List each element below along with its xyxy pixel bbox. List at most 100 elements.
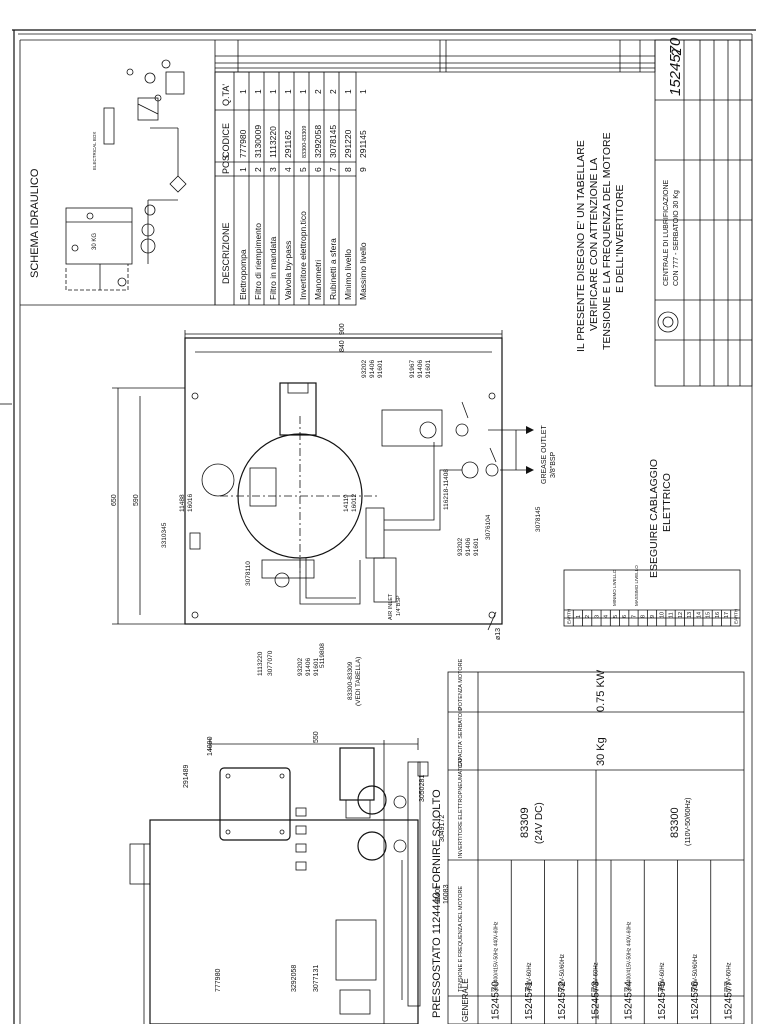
parts-row-pos: 9 [358, 167, 368, 172]
variant-voltage: 380/400/415V-50Hz 440V-60Hz [494, 921, 500, 992]
side-callout: 3050281 [419, 775, 426, 802]
variant-voltage: 500V-50/60Hz [560, 954, 566, 992]
variant-code: 1524572 [557, 981, 568, 1020]
electrical-box [219, 767, 291, 841]
title-description-1: CENTRALE DI LUBRIFICAZIONE [663, 179, 670, 286]
plan-callout: 14119 [343, 494, 350, 512]
terminal-label: 9 [650, 615, 656, 618]
plan-callout: 91601 [425, 360, 432, 378]
note-line-2: VERIFICARE CON ATTENZIONE LA [588, 158, 600, 331]
dim-900: 900 [339, 323, 346, 335]
variants-header-code: GENERALE [461, 978, 470, 1022]
variant-code: 1524575 [657, 981, 668, 1020]
sheet-border [0, 29, 756, 1024]
parts-row-qty: 1 [238, 89, 248, 94]
drawing-notes: IL PRESENTE DISEGNO E' UN TABELLARE VERI… [575, 132, 673, 578]
plan-callout: 91406 [465, 538, 472, 556]
inverter-b-code: 83300 [669, 807, 681, 838]
plan-callout: 3078110 [245, 561, 252, 586]
note-line-3: TENSIONE E LA FREQUENZA DEL MOTORE [601, 132, 613, 350]
variant-voltage: 460V-60Hz [660, 962, 666, 992]
variant-code: 1524577 [723, 981, 734, 1020]
variant-code: 1524570 [491, 981, 502, 1020]
variants-table: PRESSOSTATO 1124440 FORNIRE SCIOLTO 1524… [431, 658, 745, 1024]
schema-title: SCHEMA IDRAULICO [29, 168, 41, 278]
terminal-label: 3 [594, 615, 600, 618]
side-callout: 3049172 [439, 815, 446, 842]
sheet-number: 2 [668, 48, 684, 56]
parts-row-desc: Valvola by-pass [283, 241, 293, 300]
parts-row-desc: Invertitore elettropn.tico [298, 211, 308, 300]
electrical-box-label: ELECTRICAL BOX [92, 132, 97, 170]
plan-callout: 91601 [377, 360, 384, 378]
parts-row-desc: Rubinetti a sfera [328, 238, 338, 300]
plan-callout: 3078145 [535, 506, 542, 532]
parts-row-pos: 8 [343, 167, 353, 172]
parts-row-pos: 6 [313, 167, 323, 172]
variant-voltage: 575V-60Hz [726, 962, 732, 992]
plan-callout: 83300-83309 [347, 661, 354, 700]
parts-row-code: 777980 [238, 129, 248, 158]
parts-header-pos: POS [221, 155, 231, 174]
parts-row-qty: 1 [343, 89, 353, 94]
grease-outlet-label: GREASE OUTLET [541, 425, 548, 484]
parts-row-code: 83300-83309 [302, 126, 308, 158]
plan-callout: 116218-11408 [443, 469, 450, 510]
parts-row-pos: 7 [328, 167, 338, 172]
parts-row-code: 291162 [283, 130, 293, 158]
plan-callout: 3076104 [485, 514, 492, 540]
parts-row-pos: 4 [283, 167, 293, 172]
side-callout: 3077131 [313, 965, 320, 992]
wiring-note-2: ELETTRICO [661, 473, 673, 532]
wiring-note-1: ESEGUIRE CABLAGGIO [648, 459, 660, 578]
plan-callout: 91406 [369, 360, 376, 378]
terminal-label: 17 [724, 612, 730, 618]
side-callout: 11401 [435, 885, 442, 904]
terminal-label: 15 [706, 612, 712, 618]
inverter-b-sub: (110V-50/60Hz) [685, 797, 692, 846]
parts-row-code: 3130009 [253, 125, 263, 158]
plan-callout: 91601 [473, 538, 480, 556]
terminal-label: 12 [678, 612, 684, 618]
parts-header-qty: Q.TA' [221, 84, 231, 106]
pressure-gauge-1 [357, 785, 387, 815]
terminal-label: EARTH [567, 609, 572, 624]
plan-view: 900 840 650 590 [111, 323, 557, 706]
plan-callout: 93202 [297, 658, 304, 676]
variant-code: 1524571 [524, 981, 535, 1020]
terminal-max-level: MASSIMO LIVELLO [634, 565, 639, 606]
terminal-label: 8 [641, 615, 647, 618]
inverter-a-code: 83309 [519, 807, 531, 838]
variants-header-inverter: INVERTITORE ELETTROPNEUMATICO [458, 757, 464, 858]
plan-callout: 5119808 [319, 643, 326, 668]
side-callout: 3292058 [291, 965, 298, 992]
parts-row-desc: Minimo livello [343, 249, 353, 300]
side-callout: 16083 [443, 884, 450, 904]
parts-row-desc: Filtro in mandata [268, 236, 278, 300]
air-inlet-size: 1/4"BSP [396, 595, 402, 616]
dim-650: 650 [111, 494, 118, 506]
terminal-min-level: MINIMO LIVELLO [612, 569, 617, 606]
revision-strip [215, 40, 656, 73]
parts-row-pos: 2 [253, 167, 263, 172]
parts-row-qty: 1 [283, 89, 293, 94]
parts-row-desc: Filtro di riempimento [253, 223, 263, 300]
terminal-label: 1 [576, 615, 582, 618]
plan-callout: 16012 [351, 494, 358, 512]
parts-row-desc: Elettropompa [238, 249, 248, 300]
terminal-label: 10 [659, 612, 665, 618]
plan-callout: 91601 [313, 658, 320, 676]
variants-title: PRESSOSTATO 1124440 FORNIRE SCIOLTO [431, 789, 443, 1018]
plan-callout: 91406 [417, 360, 424, 378]
parts-row-desc: Massimo livello [358, 242, 368, 300]
company-logo [657, 311, 679, 333]
plan-callout: 93202 [361, 360, 368, 378]
side-callout: 14090 [207, 736, 214, 756]
air-inlet-label: AIR INLET [388, 593, 394, 620]
terminal-label: EARTH [733, 609, 738, 624]
plan-callout: (VEDI TABELLA) [355, 657, 362, 706]
terminal-label: 6 [622, 615, 628, 618]
variant-voltage: 460V-60Hz [527, 962, 533, 992]
